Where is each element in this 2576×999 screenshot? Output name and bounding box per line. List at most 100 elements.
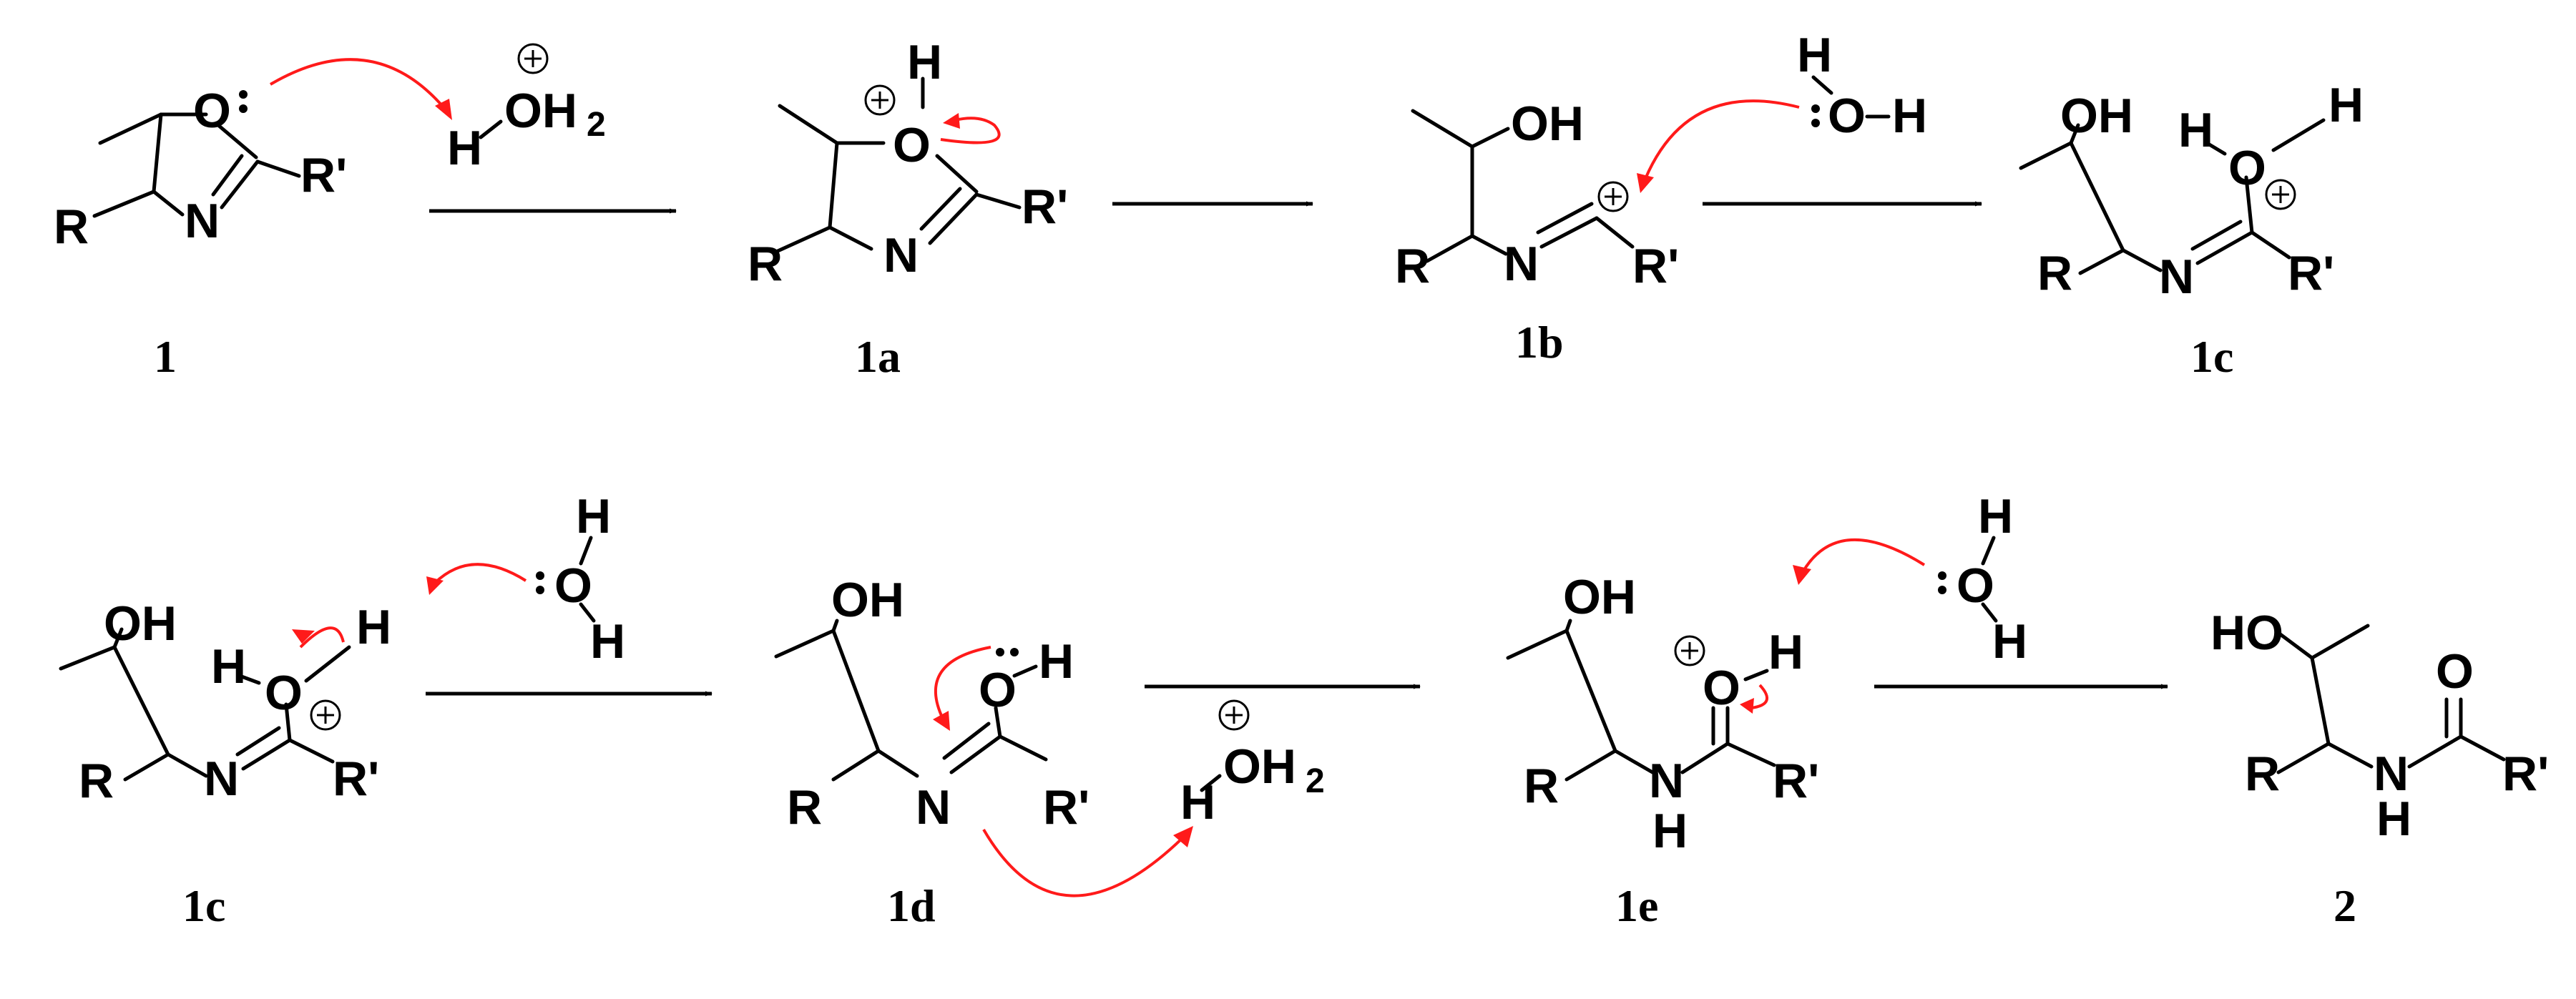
bond bbox=[288, 738, 335, 764]
electron-arrowhead bbox=[292, 629, 315, 644]
atom-H: H bbox=[1978, 489, 2013, 543]
bond bbox=[237, 674, 261, 685]
bond bbox=[112, 645, 170, 757]
atom-N: N bbox=[204, 752, 239, 806]
electron-arrow bbox=[269, 58, 445, 109]
bond bbox=[2069, 123, 2080, 145]
lone-pair-dot bbox=[536, 571, 544, 580]
atom-R: R bbox=[2037, 246, 2072, 300]
atom-O: O bbox=[1957, 558, 1994, 613]
bond bbox=[255, 159, 301, 178]
bond bbox=[831, 749, 881, 782]
bond bbox=[876, 749, 919, 778]
electron-arrowhead bbox=[1740, 698, 1754, 714]
atom-R-prime: R' bbox=[300, 148, 347, 202]
bond bbox=[928, 192, 979, 245]
lone-pair-dot bbox=[1010, 648, 1019, 656]
bond bbox=[1680, 742, 1730, 774]
lone-pair-dot bbox=[1938, 586, 1946, 594]
lone-pair-dot bbox=[1811, 119, 1820, 127]
positive-charge-icon bbox=[1597, 181, 1629, 212]
bond bbox=[211, 154, 244, 197]
atom-O: OH bbox=[504, 84, 577, 138]
bond bbox=[831, 629, 881, 753]
bond bbox=[304, 645, 351, 683]
atom-H: H bbox=[2328, 78, 2364, 132]
electron-arrow bbox=[434, 563, 527, 584]
atom-N: N bbox=[2159, 250, 2194, 304]
bond bbox=[778, 104, 839, 145]
electron-arrow bbox=[982, 828, 1185, 897]
bond bbox=[2250, 230, 2291, 260]
bond bbox=[1200, 774, 1222, 792]
atom-R-prime: R' bbox=[1632, 239, 1679, 293]
electron-arrowhead bbox=[426, 576, 444, 595]
atom-H: H bbox=[1892, 89, 1927, 143]
label-compound-1b: 1b bbox=[1515, 317, 1564, 368]
bond bbox=[1981, 602, 1998, 623]
atom-O: O bbox=[193, 84, 231, 138]
bond bbox=[2069, 141, 2125, 252]
atom-O: O bbox=[893, 118, 931, 172]
bond bbox=[774, 629, 836, 659]
atom-O: O bbox=[265, 666, 303, 720]
atom-OH: OH bbox=[831, 573, 904, 627]
label-compound-1e: 1e bbox=[1615, 880, 1658, 931]
atom-N: N bbox=[1649, 754, 1684, 808]
bond bbox=[1539, 216, 1599, 249]
compound-1e-structure: OH R N H R' O H bbox=[1506, 570, 1819, 858]
electron-arrowhead bbox=[933, 711, 950, 731]
bond bbox=[98, 112, 163, 145]
atom-H: H bbox=[1039, 634, 1074, 689]
atom-OH: OH bbox=[2060, 89, 2133, 143]
electron-arrowhead bbox=[435, 99, 452, 120]
atom-O: OH bbox=[1223, 739, 1296, 794]
compound-1a-structure: O H N R R' bbox=[748, 35, 1068, 291]
atom-H: H bbox=[907, 35, 942, 89]
water-reagent-1: H O H bbox=[1797, 28, 1927, 143]
electron-arrow bbox=[934, 646, 991, 719]
bond bbox=[220, 159, 260, 210]
bond bbox=[479, 119, 503, 139]
electron-arrowhead bbox=[1173, 826, 1193, 847]
atom-O: O bbox=[2228, 141, 2266, 195]
bond bbox=[112, 627, 124, 649]
bond bbox=[2407, 734, 2463, 769]
bond bbox=[152, 190, 185, 217]
positive-charge-icon bbox=[1218, 699, 1250, 731]
atom-H: H bbox=[356, 600, 391, 654]
bond bbox=[2121, 248, 2163, 272]
positive-charge-icon bbox=[310, 699, 341, 731]
atom-N: N bbox=[185, 194, 220, 248]
bond bbox=[284, 702, 292, 742]
atom-N: N bbox=[1504, 237, 1539, 291]
bond bbox=[2271, 118, 2326, 152]
atom-R-prime: R' bbox=[2502, 747, 2549, 801]
bond bbox=[2326, 742, 2374, 769]
compound-1c-top-structure: OH R N R' H O H bbox=[2019, 78, 2364, 304]
atom-R-prime: R' bbox=[2288, 246, 2334, 300]
lone-pair-dot bbox=[536, 586, 544, 594]
hydronium-reagent-2: H OH 2 bbox=[1180, 699, 1325, 830]
atom-R: R bbox=[1524, 759, 1559, 813]
electron-arrow bbox=[940, 117, 1001, 144]
atom-HO: HO bbox=[2210, 606, 2283, 660]
bond bbox=[1811, 75, 1833, 95]
bond bbox=[774, 225, 832, 254]
label-compound-1d: 1d bbox=[887, 880, 936, 931]
atom-OH: OH bbox=[1511, 97, 1584, 151]
bond bbox=[235, 726, 281, 757]
bond bbox=[1470, 127, 1510, 149]
atom-H: H bbox=[576, 489, 611, 543]
bond bbox=[166, 752, 208, 778]
atom-R-prime: R' bbox=[1022, 179, 1068, 234]
atom-O: O bbox=[979, 663, 1017, 717]
lone-pair-dot bbox=[1811, 104, 1820, 113]
atom-R: R bbox=[1395, 239, 1430, 293]
atom-N: N bbox=[883, 228, 919, 282]
bond bbox=[828, 225, 873, 251]
atom-R: R bbox=[748, 237, 783, 291]
atom-H: H bbox=[1768, 625, 1803, 679]
label-compound-2: 2 bbox=[2333, 880, 2356, 931]
electron-arrowhead bbox=[943, 113, 960, 129]
